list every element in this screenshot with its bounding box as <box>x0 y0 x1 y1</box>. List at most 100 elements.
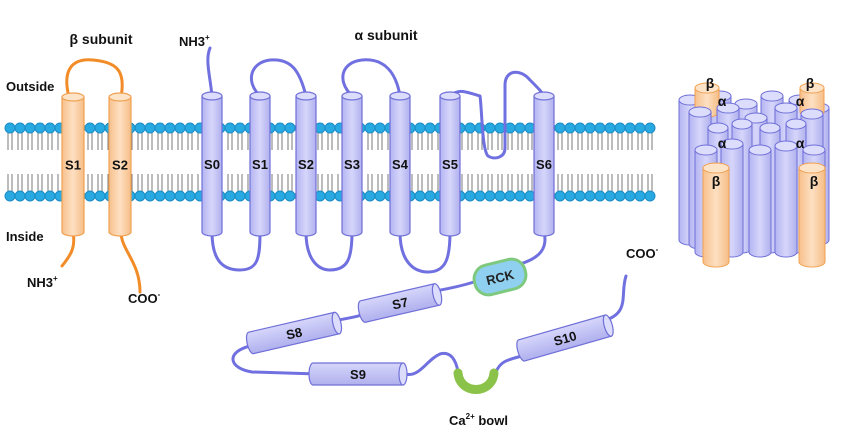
tetramer-beta-label: β <box>810 173 819 189</box>
alpha-segment-s3: S3 <box>341 91 363 237</box>
lipid-head <box>424 122 436 134</box>
lipid-head <box>144 122 156 134</box>
lipid-head <box>234 122 246 134</box>
lipid-head <box>494 190 506 202</box>
lipid-head <box>484 122 496 134</box>
tetramer-alpha-cylinder <box>748 144 772 258</box>
alpha-c-terminus-label: COO- <box>626 245 659 261</box>
cytoplasmic-segment-s8-label: S8 <box>285 324 304 342</box>
lipid-head <box>24 122 36 134</box>
lipid-head <box>324 190 336 202</box>
alpha-segment-s2: S2 <box>295 91 317 237</box>
cytoplasmic-segment-s9-label: S9 <box>350 367 366 382</box>
lipid-head <box>174 122 186 134</box>
lipid-head <box>374 190 386 202</box>
lipid-head <box>644 190 656 202</box>
alpha-linker-s9-ca-bowl <box>402 351 460 377</box>
lipid-head <box>84 190 96 202</box>
lipid-head <box>554 190 566 202</box>
alpha-segment-s2-label: S2 <box>298 157 314 172</box>
lipid-head <box>604 122 616 134</box>
alpha-c-terminus-tail <box>604 274 628 322</box>
lipid-head <box>154 190 166 202</box>
lipid-head <box>14 190 26 202</box>
lipid-head <box>624 190 636 202</box>
alpha-segment-s6: S6 <box>533 91 555 237</box>
lipid-head <box>514 190 526 202</box>
lipid-head <box>504 190 516 202</box>
rck-domain: RCK <box>472 257 528 297</box>
lipid-head <box>34 190 46 202</box>
lipid-head <box>574 122 586 134</box>
rck-label: RCK <box>485 267 517 289</box>
ca-bowl-domain <box>453 368 499 394</box>
alpha-segment-s4-label: S4 <box>392 157 409 172</box>
lipid-head <box>614 122 626 134</box>
alpha-segment-s0-label: S0 <box>204 157 220 172</box>
lipid-head <box>364 122 376 134</box>
lipid-head <box>154 122 166 134</box>
alpha-loop-s3-s4 <box>341 58 402 98</box>
beta-c-terminus-label: COO- <box>128 290 161 306</box>
lipid-head <box>174 190 186 202</box>
lipid-head <box>514 122 526 134</box>
lipid-head <box>464 190 476 202</box>
lipid-head <box>574 190 586 202</box>
cytoplasmic-segment-s9: S9 <box>308 362 408 386</box>
alpha-loop-s0-s1 <box>210 230 262 272</box>
cytoplasmic-segment-s10: S10 <box>516 314 614 362</box>
alpha-loop-s1-s2 <box>249 58 308 98</box>
lipid-head <box>604 190 616 202</box>
lipid-head <box>584 190 596 202</box>
lipid-head <box>94 122 106 134</box>
tetramer-beta-label: β <box>706 75 715 91</box>
lipid-head <box>374 122 386 134</box>
lipid-head <box>564 190 576 202</box>
ca-bowl-label: Ca2+ bowl <box>449 412 508 428</box>
lipid-head <box>164 190 176 202</box>
beta-c-terminus-tail <box>119 230 142 294</box>
cytoplasmic-segment-s7-label: S7 <box>391 294 410 312</box>
lipid-head <box>34 122 46 134</box>
inside-label: Inside <box>6 229 44 244</box>
cytoplasmic-segment-s7: S7 <box>357 283 443 323</box>
alpha-transmembrane-segments: S0 S1 S2 S3 S4 S5 S6 <box>201 91 555 237</box>
lipid-head <box>554 122 566 134</box>
tetramer-alpha-label: α <box>796 93 805 109</box>
beta-n-terminus-tail <box>60 230 76 268</box>
lipid-head <box>594 190 606 202</box>
lipid-head <box>134 190 146 202</box>
lipid-head <box>184 122 196 134</box>
tetramer-beta-cylinder <box>798 162 826 268</box>
outside-label: Outside <box>6 79 54 94</box>
beta-extracellular-loop <box>65 58 124 99</box>
lipid-head <box>364 190 376 202</box>
lipid-head <box>224 122 236 134</box>
lipid-head <box>324 122 336 134</box>
alpha-linker-s6-rck <box>518 230 547 266</box>
alpha-loop-s2-s3 <box>304 230 354 272</box>
alpha-linker-s8-s9 <box>231 344 320 376</box>
lipid-head <box>44 122 56 134</box>
alpha-n-terminus-tail <box>206 46 214 98</box>
alpha-segment-s1: S1 <box>249 91 271 237</box>
cytoplasmic-segment-s10-label: S10 <box>552 328 578 349</box>
beta-n-terminus-label: NH3+ <box>27 274 58 290</box>
lipid-head <box>584 122 596 134</box>
alpha-segment-s1-label: S1 <box>252 157 268 172</box>
tetramer-beta-label: β <box>806 75 815 91</box>
tetramer-alpha-cylinder <box>774 140 798 258</box>
lipid-head <box>284 122 296 134</box>
beta-segment-s2: S2 <box>108 92 132 237</box>
beta-segment-s2-label: S2 <box>112 158 128 173</box>
tetramer-alpha-label: α <box>718 135 727 151</box>
lipid-head <box>134 122 146 134</box>
tetramer-alpha-label: α <box>718 93 727 109</box>
alpha-segment-s5: S5 <box>439 91 461 237</box>
alpha-segment-s0: S0 <box>201 91 223 237</box>
lipid-head <box>484 190 496 202</box>
